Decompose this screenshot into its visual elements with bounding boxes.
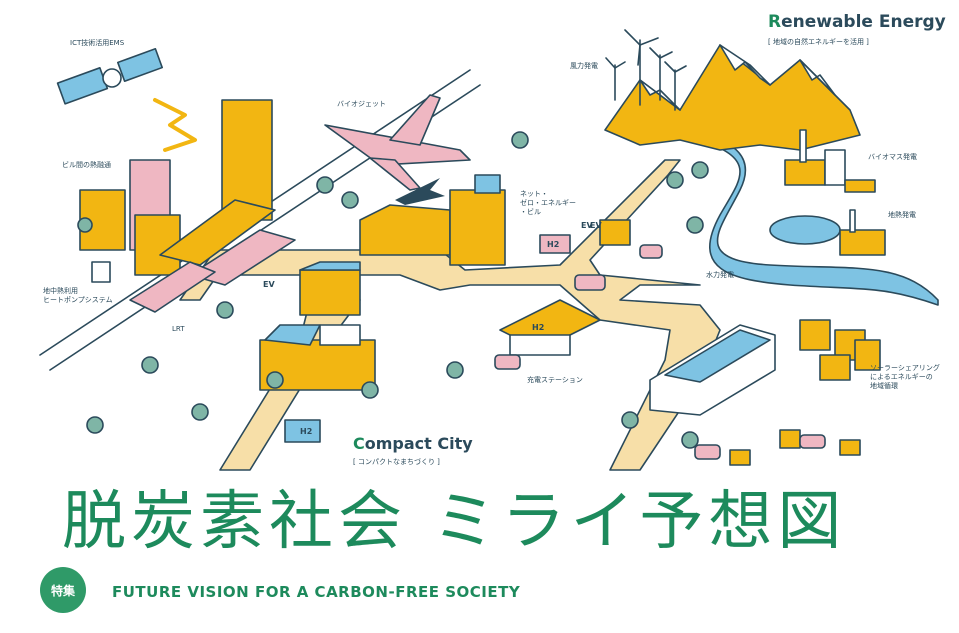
label-wind: 風力発電 xyxy=(570,62,598,70)
label-charging: 充電ステーション xyxy=(527,376,583,384)
label-heat-pump: 地中熱利用 ヒートポンプシステム xyxy=(43,287,113,304)
h2-bus-sign: H2 xyxy=(547,240,559,249)
ev-sign-3: EV xyxy=(590,221,602,230)
satellite xyxy=(56,47,164,105)
h2-roof-sign: H2 xyxy=(532,323,544,332)
english-subtitle: FUTURE VISION FOR A CARBON-FREE SOCIETY xyxy=(112,583,521,601)
compact-city-title: Compact City xyxy=(353,434,473,453)
label-heat-interchange: ビル間の熱融通 xyxy=(62,161,111,169)
label-biomass: バイオマス発電 xyxy=(868,153,917,161)
renewable-energy-subtitle: [ 地域の自然エネルギーを活用 ] xyxy=(768,38,869,46)
ev-sign-1: EV xyxy=(263,280,275,289)
towers xyxy=(79,99,273,283)
label-solar-sharing: ソーラーシェアリング によるエネルギーの 地域循環 xyxy=(870,364,940,390)
label-geothermal: 地熱発電 xyxy=(888,211,916,219)
label-lrt: LRT xyxy=(172,325,185,333)
cars xyxy=(494,244,826,460)
compact-city-subtitle: [ コンパクトなまちづくり ] xyxy=(353,458,440,466)
main-title: 脱炭素社会 ミライ予想図 xyxy=(62,485,847,559)
h2-truck xyxy=(284,419,321,443)
h2-truck-sign: H2 xyxy=(300,427,312,436)
zeb-buildings xyxy=(359,174,506,266)
solar-factory xyxy=(649,324,776,416)
label-ict-ems: ICT技術活用EMS xyxy=(70,39,125,47)
lightning xyxy=(153,98,197,152)
compact-initial: C xyxy=(353,434,365,453)
houses xyxy=(599,219,861,466)
mountains xyxy=(604,44,861,151)
airplane xyxy=(324,94,471,191)
compact-rest: ompact City xyxy=(364,434,473,453)
solar-farm xyxy=(799,319,881,381)
feature-badge: 特集 xyxy=(40,567,86,613)
renewable-energy-title: Renewable Energy xyxy=(768,12,946,32)
label-hydro: 水力発電 xyxy=(706,271,734,279)
h2-station xyxy=(499,299,601,356)
geothermal xyxy=(769,209,886,256)
biomass-plant xyxy=(784,129,876,193)
solar-building xyxy=(259,261,376,391)
trees xyxy=(77,131,709,449)
renewable-initial: R xyxy=(768,12,782,32)
ev-sign-2: EV xyxy=(581,221,593,230)
wind-turbines xyxy=(605,29,687,111)
station xyxy=(129,199,296,313)
plane-shadow xyxy=(395,178,445,205)
label-zeb: ネット・ ゼロ・エネルギー ・ビル xyxy=(520,190,576,216)
bus xyxy=(539,234,571,254)
renewable-rest: enewable Energy xyxy=(781,12,946,32)
label-bio-jet: バイオジェット xyxy=(337,100,386,108)
